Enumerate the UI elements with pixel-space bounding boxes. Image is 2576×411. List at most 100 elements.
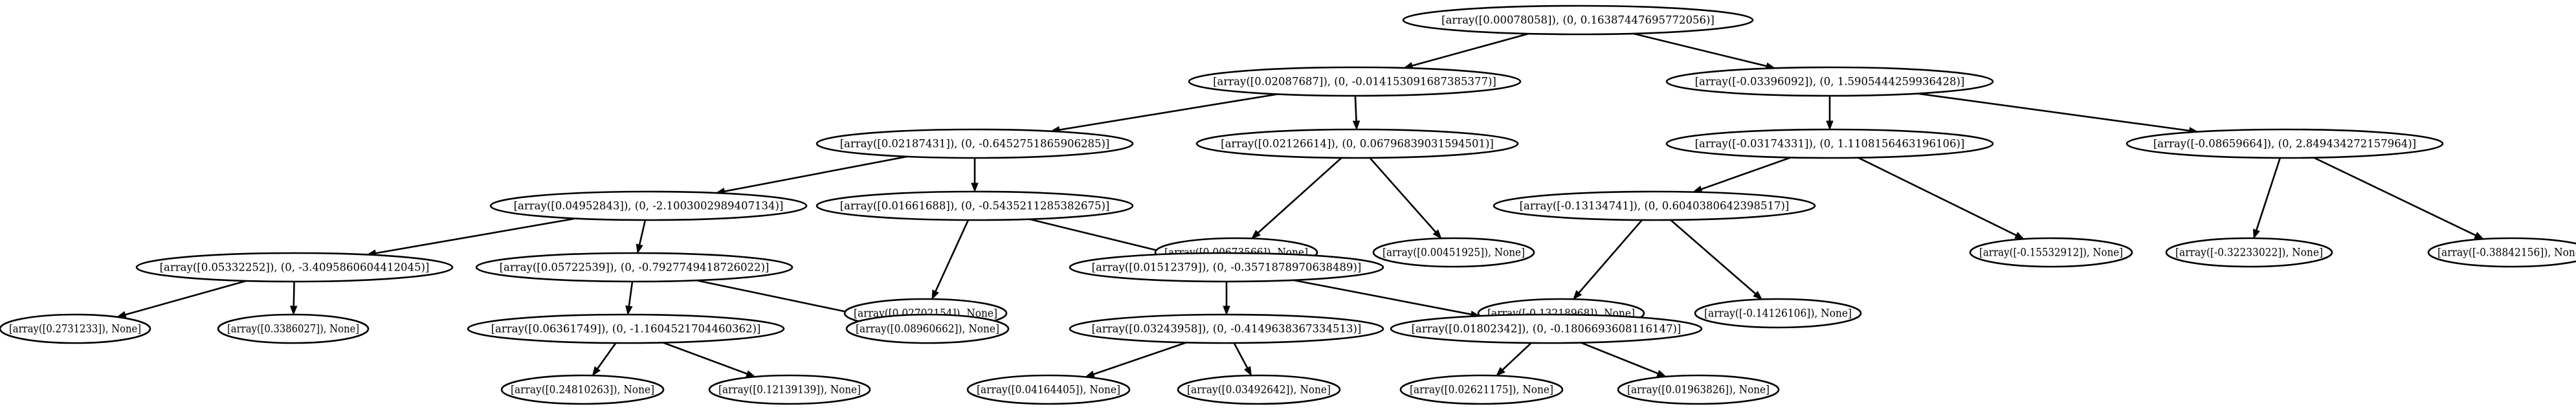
tree-node: [array([0.03243958]), (0, -0.41496383673…: [1069, 313, 1384, 344]
arrowhead-n26-n31: [1495, 366, 1505, 377]
node-label: [array([0.08960662]), None]: [856, 323, 999, 335]
tree-node: [array([0.08960662]), None]: [845, 313, 1010, 344]
tree-node: [array([-0.13134741]), (0, 0.60403806423…: [1493, 190, 1816, 221]
edge-n23-n27: [597, 342, 617, 370]
node-label: [array([-0.32233022]), None]: [2175, 247, 2323, 259]
arrowhead-n15-n22: [290, 305, 298, 316]
node-ellipse: [1195, 128, 1519, 159]
node-ellipse: [1069, 252, 1384, 283]
node-label: [array([0.01512379]), (0, -0.35718789706…: [1092, 261, 1362, 274]
node-ellipse: [1399, 374, 1564, 405]
node-label: [array([0.02087687]), (0, -0.01415309168…: [1213, 76, 1496, 88]
node-label: [array([0.02621175]), None]: [1410, 384, 1553, 396]
tree-nodes: [array([0.00078058]), (0, 0.163874476957…: [0, 5, 2576, 405]
node-ellipse: [1069, 313, 1384, 344]
node-label: [array([0.12139139]), None]: [718, 384, 861, 396]
tree-node: [array([0.05722539]), (0, -0.79277494187…: [475, 252, 794, 283]
node-ellipse: [708, 374, 871, 405]
tree-node: [array([0.04164405]), None]: [966, 374, 1131, 405]
node-label: [array([-0.08659664]), (0, 2.84943427215…: [2153, 138, 2416, 150]
node-label: [array([0.03492642]), None]: [1187, 384, 1331, 396]
node-ellipse: [1402, 5, 1754, 36]
node-ellipse: [1390, 313, 1703, 344]
node-label: [array([0.01661688]), (0, -0.54352112853…: [840, 200, 1110, 212]
node-label: [array([0.03243958]), (0, -0.41496383673…: [1092, 323, 1362, 335]
node-label: [array([0.00451925]), None]: [1382, 247, 1525, 259]
arrowhead-n2-n5: [1826, 120, 1834, 131]
node-label: [array([0.24810263]), None]: [511, 384, 654, 396]
node-ellipse: [2126, 128, 2444, 159]
edge-n3-n7: [724, 155, 907, 192]
edge-n4-n9: [1257, 157, 1342, 234]
edge-n6-n13: [2256, 157, 2282, 231]
node-ellipse: [489, 190, 808, 221]
node-label: [array([0.2731233]), None]: [9, 323, 141, 335]
edge-n26-n32: [1581, 342, 1659, 375]
edge-n4-n10: [1369, 157, 1437, 233]
arrowhead-n6-n14: [2474, 232, 2485, 239]
edge-n0-n1: [1412, 32, 1529, 67]
edge-n1-n4: [1354, 95, 1357, 122]
tree-node: [array([-0.03396092]), (0, 1.59054442599…: [1665, 66, 1994, 97]
edge-n16-n23: [628, 281, 634, 307]
arrowhead-n11-n19: [1572, 290, 1582, 300]
tree-node: [array([0.3386027]), None]: [217, 313, 370, 344]
tree-node: [array([0.01963826]), None]: [1617, 374, 1780, 405]
edge-n23-n28: [663, 342, 748, 375]
node-label: [array([0.02126614]), (0, 0.067968390315…: [1221, 138, 1494, 150]
edge-n18-n26: [1293, 279, 1472, 315]
arrowhead-n5-n12: [2014, 232, 2025, 239]
node-ellipse: [2427, 237, 2576, 268]
arrowhead-n26-n32: [1656, 370, 1667, 377]
arrowhead-n18-n25: [1223, 305, 1230, 316]
node-ellipse: [1372, 237, 1535, 268]
arrowhead-n4-n9: [1250, 230, 1261, 239]
arrowhead-n16-n23: [625, 305, 633, 316]
node-label: [array([0.06361749]), (0, -1.16045217044…: [491, 323, 761, 335]
node-ellipse: [1188, 66, 1522, 97]
node-ellipse: [475, 252, 794, 283]
tree-node: [array([-0.38842156]), None]: [2427, 237, 2576, 268]
node-ellipse: [816, 190, 1134, 221]
node-ellipse: [1177, 374, 1341, 405]
node-ellipse: [1969, 237, 2133, 268]
edge-n16-n24: [696, 279, 868, 317]
node-label: [array([0.02187431]), (0, -0.64527518659…: [840, 138, 1110, 150]
node-ellipse: [1694, 298, 1862, 329]
edge-n5-n12: [1858, 157, 2017, 236]
edge-n8-n18: [1029, 218, 1164, 253]
tree-node: [array([0.05332252]), (0, -3.40958606044…: [135, 252, 454, 283]
node-ellipse: [845, 313, 1010, 344]
tree-node: [array([0.01512379]), (0, -0.35718789706…: [1069, 252, 1384, 283]
node-label: [array([0.05722539]), (0, -0.79277494187…: [500, 261, 770, 274]
node-ellipse: [135, 252, 454, 283]
tree-node: [array([-0.08659664]), (0, 2.84943427215…: [2126, 128, 2444, 159]
edge-n15-n21: [125, 280, 247, 316]
edge-n1-n3: [1059, 93, 1278, 131]
node-label: [array([0.01802342]), (0, -0.18066936081…: [1412, 323, 1682, 335]
arrowhead-n23-n28: [745, 370, 756, 377]
node-label: [array([-0.14126106]), None]: [1704, 307, 1852, 320]
arrowhead-n23-n27: [592, 366, 601, 377]
tree-node: [array([0.24810263]), None]: [500, 374, 665, 405]
tree-node: [array([-0.32233022]), None]: [2165, 237, 2333, 268]
node-ellipse: [217, 313, 370, 344]
node-label: [array([0.05332252]), (0, -3.40958606044…: [160, 261, 430, 274]
tree-node: [array([-0.14126106]), None]: [1694, 298, 1862, 329]
node-ellipse: [1493, 190, 1816, 221]
tree-node: [array([0.02621175]), None]: [1399, 374, 1564, 405]
arrowhead-n1-n4: [1352, 120, 1360, 131]
node-ellipse: [467, 313, 785, 344]
node-label: [array([-0.03174331]), (0, 1.11081564631…: [1695, 138, 1965, 150]
edge-n7-n16: [638, 219, 647, 245]
arrowhead-n11-n20: [1753, 291, 1763, 300]
tree-node: [array([0.01802342]), (0, -0.18066936081…: [1390, 313, 1703, 344]
tree-node: [array([0.02087687]), (0, -0.01415309168…: [1188, 66, 1522, 97]
node-ellipse: [1665, 128, 1994, 159]
node-ellipse: [966, 374, 1131, 405]
tree-node: [array([0.02126614]), (0, 0.067968390315…: [1195, 128, 1519, 159]
node-label: [array([-0.15532912]), None]: [1979, 247, 2123, 259]
node-ellipse: [1665, 66, 1994, 97]
node-label: [array([0.01963826]), None]: [1627, 384, 1770, 396]
tree-node: [array([0.2731233]), None]: [0, 313, 151, 344]
